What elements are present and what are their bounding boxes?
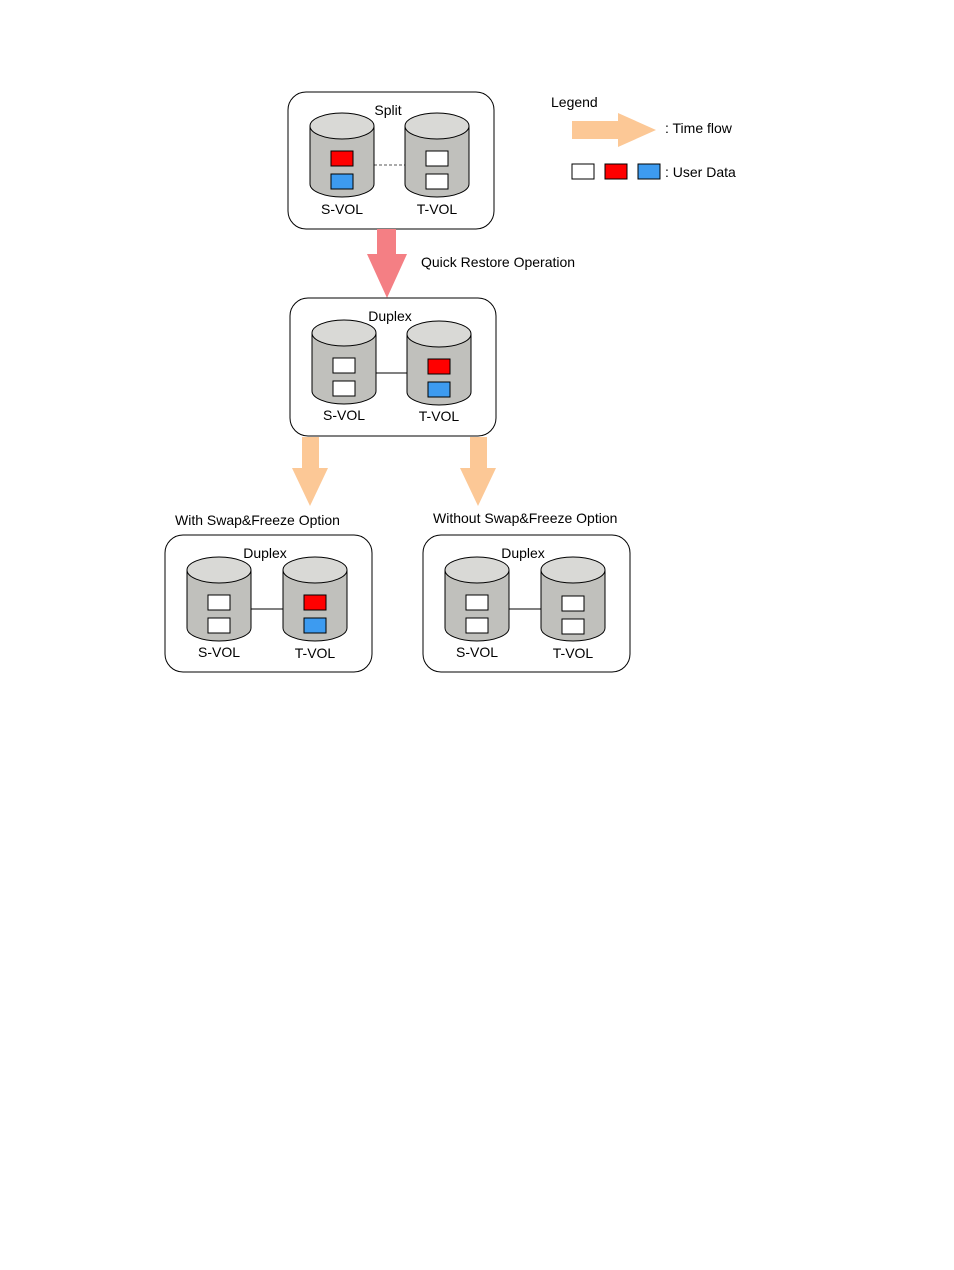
split-panel: Split S-VOL T-VOL <box>288 92 494 229</box>
with-swap-freeze-caption: With Swap&Freeze Option <box>175 512 340 528</box>
s-vol-white-data <box>208 618 230 633</box>
s-vol-white-data <box>333 358 355 373</box>
split-t-vol-label: T-VOL <box>417 201 458 217</box>
quick-restore-arrow-icon <box>367 229 407 298</box>
time-flow-arrow-left-icon <box>292 437 328 506</box>
s-vol-red-data <box>331 151 353 166</box>
t-vol-blue-data <box>304 618 326 633</box>
split-s-vol-label: S-VOL <box>321 201 363 217</box>
duplex-state-label: Duplex <box>368 308 412 324</box>
t-vol-white-data <box>562 619 584 634</box>
with-swap-freeze-panel: Duplex S-VOL T-VOL <box>165 535 372 672</box>
with-swap-s-vol-label: S-VOL <box>198 644 240 660</box>
legend-title: Legend <box>551 94 598 110</box>
s-vol-white-data <box>466 595 488 610</box>
time-flow-arrow-right-icon <box>460 437 496 506</box>
duplex-s-vol-label: S-VOL <box>323 407 365 423</box>
t-vol-red-data <box>428 359 450 374</box>
split-state-label: Split <box>374 102 401 118</box>
user-data-white-swatch <box>572 164 594 179</box>
s-vol-white-data <box>208 595 230 610</box>
duplex-t-vol-label: T-VOL <box>419 408 460 424</box>
user-data-label: : User Data <box>665 164 736 180</box>
t-vol-blue-data <box>428 382 450 397</box>
without-swap-freeze-panel: Duplex S-VOL T-VOL <box>423 535 630 672</box>
t-vol-white-data <box>426 174 448 189</box>
s-vol-blue-data <box>331 174 353 189</box>
t-vol-white-data <box>562 596 584 611</box>
without-swap-s-vol-label: S-VOL <box>456 644 498 660</box>
time-flow-label: : Time flow <box>665 120 733 136</box>
duplex-panel: Duplex S-VOL T-VOL <box>290 298 496 436</box>
without-swap-t-vol-label: T-VOL <box>553 645 594 661</box>
legend: Legend : Time flow : User Data <box>551 94 736 180</box>
s-vol-white-data <box>466 618 488 633</box>
with-swap-t-vol-label: T-VOL <box>295 645 336 661</box>
t-vol-red-data <box>304 595 326 610</box>
without-swap-freeze-caption: Without Swap&Freeze Option <box>433 510 617 526</box>
without-swap-state-label: Duplex <box>501 545 545 561</box>
with-swap-state-label: Duplex <box>243 545 287 561</box>
quick-restore-label: Quick Restore Operation <box>421 254 575 270</box>
user-data-red-swatch <box>605 164 627 179</box>
s-vol-white-data <box>333 381 355 396</box>
t-vol-white-data <box>426 151 448 166</box>
time-flow-arrow-icon <box>572 113 656 147</box>
user-data-blue-swatch <box>638 164 660 179</box>
